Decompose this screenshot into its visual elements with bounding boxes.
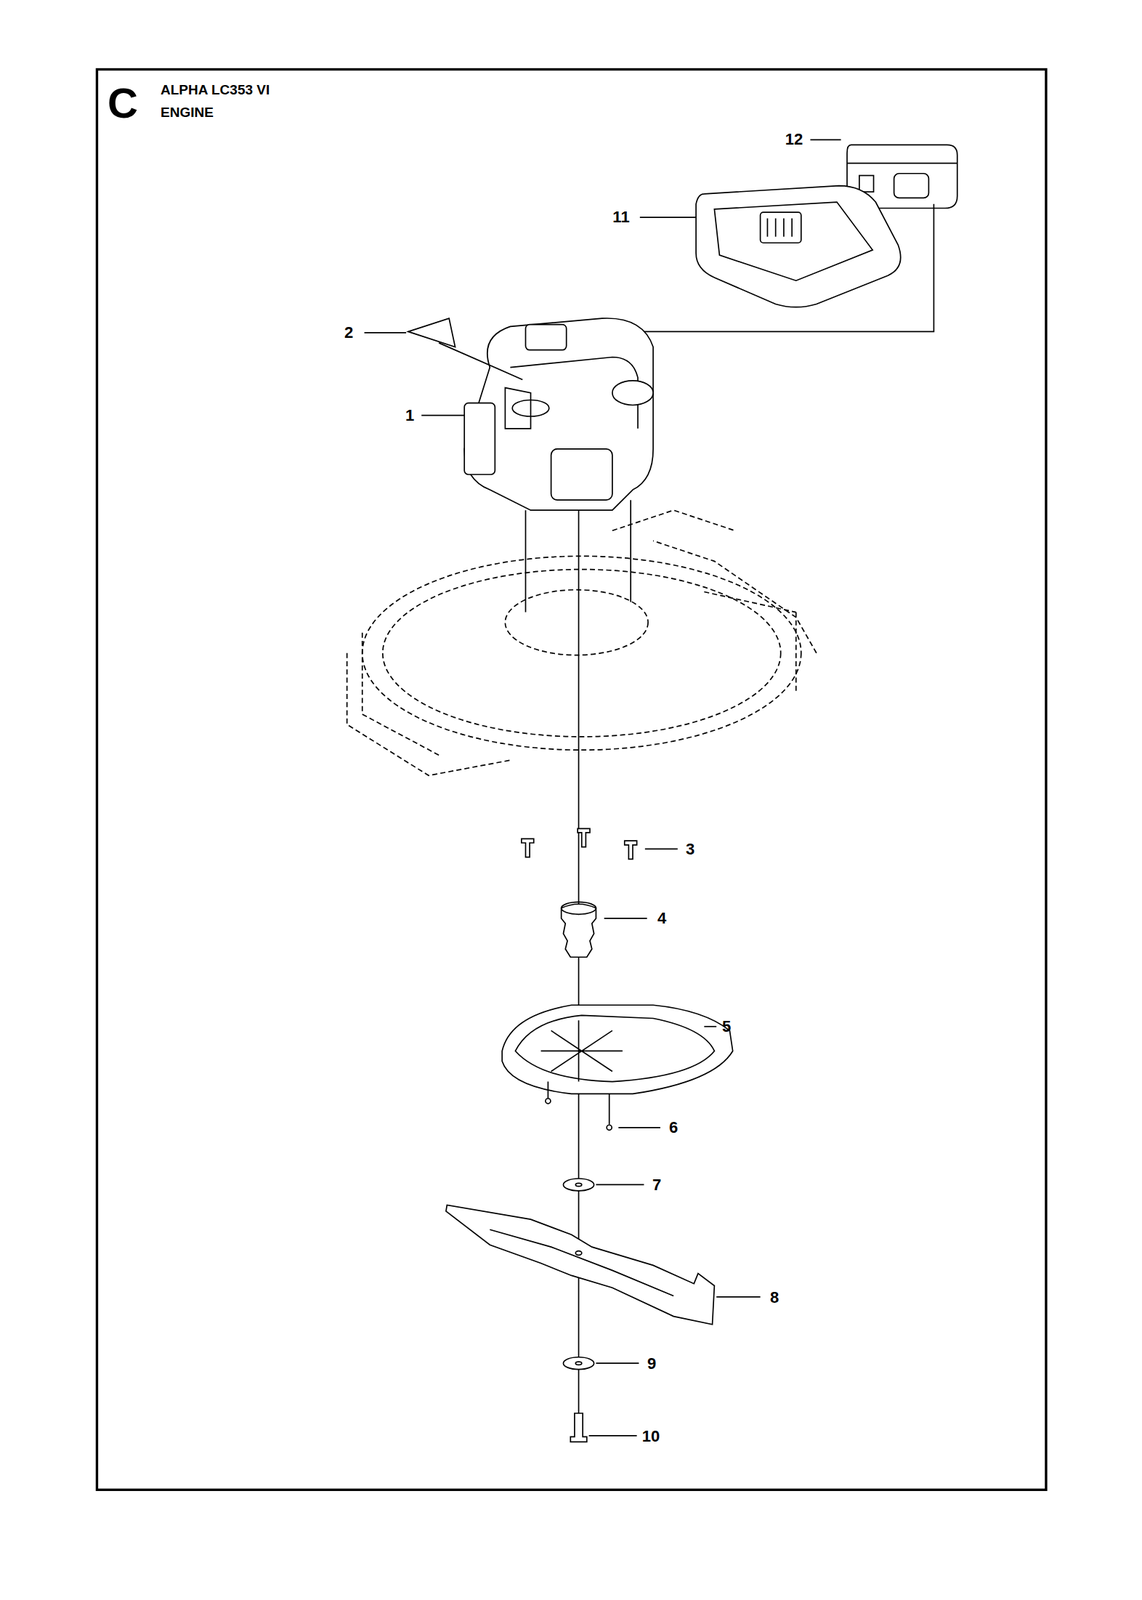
callout-number: 2 <box>344 324 354 341</box>
callout-number: 7 <box>652 1176 662 1193</box>
section-letter: C <box>107 82 139 125</box>
callout-number: 5 <box>722 1018 731 1035</box>
callout-number: 1 <box>405 407 415 424</box>
diagram-title: ALPHA LC353 VI ENGINE <box>160 78 288 124</box>
callout-number: 6 <box>669 1119 678 1136</box>
callout-number: 9 <box>647 1355 656 1372</box>
callout-number: 4 <box>657 910 667 927</box>
callout-number: 3 <box>685 841 695 858</box>
callout-number: 8 <box>770 1289 779 1306</box>
callout-number: 11 <box>612 209 630 226</box>
callout-number: 10 <box>642 1428 660 1445</box>
callout-number: 12 <box>785 131 803 148</box>
